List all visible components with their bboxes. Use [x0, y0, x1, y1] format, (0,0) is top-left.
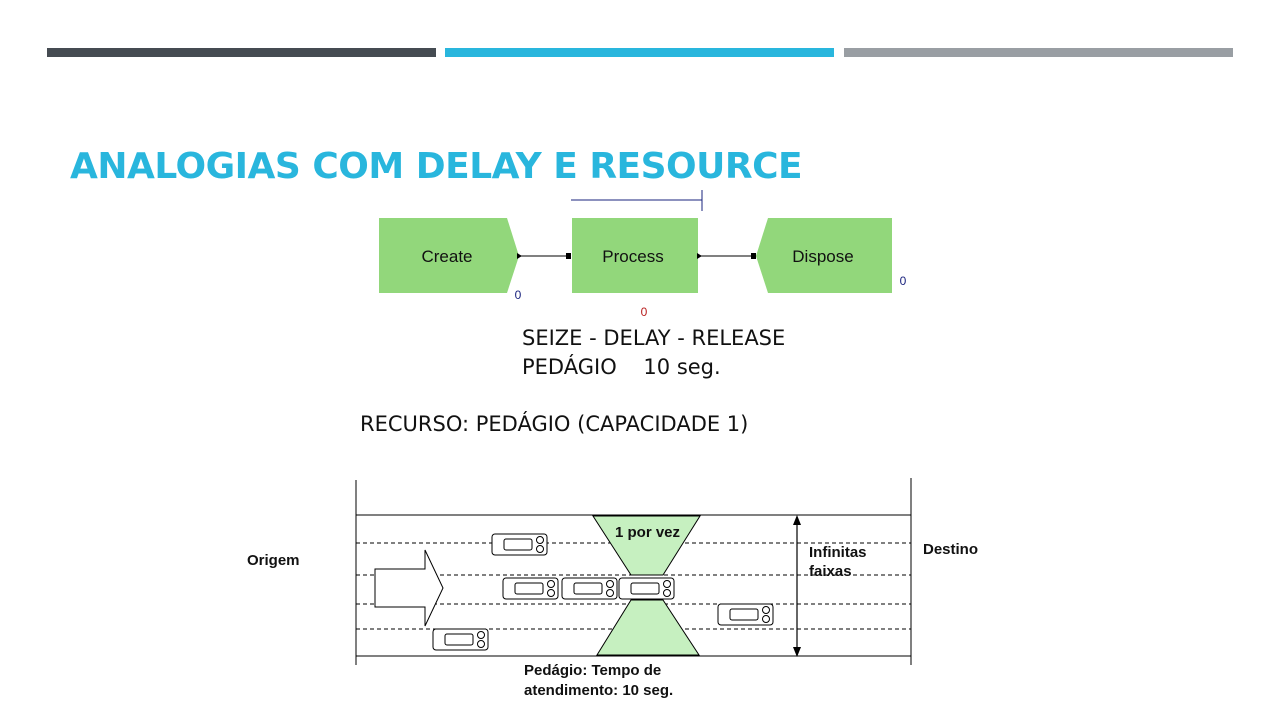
toll-caption-line2: atendimento: 10 seg.	[524, 682, 674, 699]
toll-funnel-top	[592, 515, 701, 576]
toll-caption-line1: Pedágio: Tempo de	[524, 662, 662, 679]
car-icon	[561, 577, 618, 600]
exit-point-process	[697, 253, 702, 259]
header-bar-blue	[445, 48, 834, 57]
lanes-label-line2: faixas	[809, 563, 852, 580]
dispose-counter: 0	[900, 274, 907, 288]
car-icon	[491, 533, 548, 556]
process-module-label: Process	[602, 247, 663, 266]
car-icon	[618, 577, 675, 600]
process-logic-line2: PEDÁGIO 10 seg.	[522, 355, 721, 379]
lanes-label-line1: Infinitas	[809, 544, 867, 561]
flow-direction-arrow	[374, 549, 444, 627]
process-counter: 0	[641, 305, 648, 319]
exit-point-create	[517, 253, 522, 259]
create-module[interactable]	[379, 218, 519, 293]
slide-title: ANALOGIAS COM DELAY E RESOURCE	[70, 146, 803, 187]
connector-entry-point	[566, 253, 571, 259]
create-counter: 0	[515, 288, 522, 302]
dispose-module[interactable]	[756, 218, 892, 293]
header-bar-dark	[47, 48, 436, 57]
bottleneck-label: 1 por vez	[615, 524, 681, 541]
destination-label: Destino	[923, 541, 979, 558]
car-icon	[432, 628, 489, 651]
create-module-label: Create	[421, 247, 472, 266]
connector-entry-point	[751, 253, 756, 259]
dispose-module-label: Dispose	[792, 247, 853, 266]
resource-label: RECURSO: PEDÁGIO (CAPACIDADE 1)	[360, 412, 749, 436]
car-icon	[717, 603, 774, 626]
arrowhead-up	[793, 515, 801, 525]
car-icon	[502, 577, 559, 600]
arrowhead-down	[793, 647, 801, 657]
origin-label: Origem	[247, 552, 300, 569]
toll-funnel-bottom	[596, 599, 700, 656]
process-module[interactable]	[572, 218, 698, 293]
header-bar-gray	[844, 48, 1233, 57]
process-logic-line1: SEIZE - DELAY - RELEASE	[522, 326, 786, 350]
